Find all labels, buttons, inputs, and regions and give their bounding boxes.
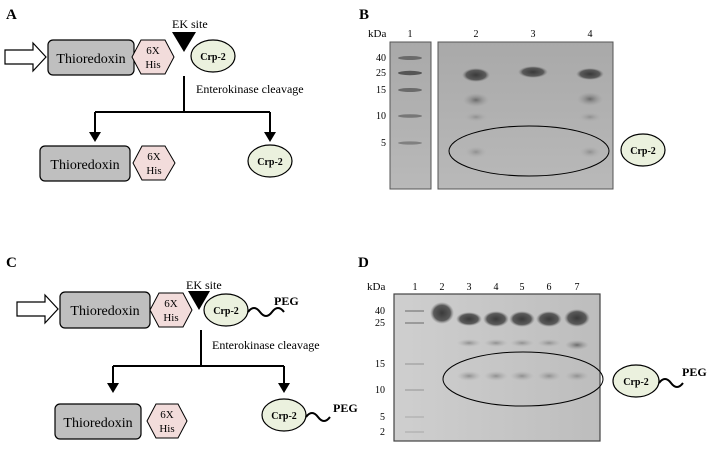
- crp2-label: Crp-2: [213, 306, 239, 317]
- arrow-head-icon: [107, 383, 119, 393]
- panel-label-b: B: [359, 7, 369, 23]
- gel-d-marker: 25: [375, 318, 385, 329]
- gel-b-marker: 5: [381, 138, 386, 149]
- his-tag-bottom: His: [145, 59, 160, 71]
- cleavage-label: Enterokinase cleavage: [212, 338, 320, 352]
- gel-d-lane-number: 1: [413, 282, 418, 293]
- thioredoxin-box: [54, 403, 142, 440]
- peg-chain-icon: [658, 378, 684, 388]
- his-tag-bottom: His: [163, 312, 178, 324]
- ek-site-triangle-icon: [188, 291, 210, 310]
- arrow-head-icon: [264, 132, 276, 142]
- crp2-label: Crp-2: [623, 377, 649, 388]
- thioredoxin-label: Thioredoxin: [63, 416, 132, 431]
- his-tag-hexagon: [146, 403, 188, 439]
- gel-d-marker: 15: [375, 359, 385, 370]
- gel-b-lane-number: 4: [588, 29, 593, 40]
- thioredoxin-label: Thioredoxin: [70, 304, 139, 319]
- panel-b: B kDa 1 2 3 4 40 25 15 10 5: [359, 7, 666, 190]
- gel-d-lane-number: 3: [467, 282, 472, 293]
- gel-d-lane-number: 5: [520, 282, 525, 293]
- gel-b-marker: 10: [376, 111, 386, 122]
- gel-b-marker: 15: [376, 85, 386, 96]
- peg-label: PEG: [274, 294, 299, 308]
- gel-b-highlight-ellipse: [448, 125, 610, 177]
- panel-label-d: D: [358, 255, 369, 271]
- gel-b-unit: kDa: [368, 28, 386, 40]
- thioredoxin-box: [39, 145, 131, 182]
- peg-label: PEG: [333, 401, 358, 415]
- panel-label-c: C: [6, 255, 17, 271]
- gel-d-marker: 2: [380, 427, 385, 438]
- gel-b-lane-number: 1: [408, 29, 413, 40]
- gel-b-marker: 40: [376, 53, 386, 64]
- gel-d-lane-number: 7: [575, 282, 580, 293]
- his-tag-hexagon: [149, 292, 193, 328]
- his-tag-top: 6X: [164, 298, 178, 310]
- gel-d-lane-number: 2: [440, 282, 445, 293]
- peg-chain-icon: [247, 307, 285, 317]
- panel-c: C Thioredoxin 6X His EK site Crp-2 PEG E…: [6, 255, 358, 440]
- open-arrow-icon: [4, 41, 47, 73]
- arrow-head-icon: [278, 383, 290, 393]
- peg-chain-icon: [305, 412, 331, 422]
- crp2-label: Crp-2: [257, 157, 283, 168]
- ek-site-label: EK site: [186, 278, 222, 292]
- gel-d-lane-number: 4: [494, 282, 499, 293]
- gel-d-unit: kDa: [367, 281, 385, 293]
- crp2-label: Crp-2: [630, 146, 656, 157]
- gel-b-marker-bands: [398, 56, 422, 145]
- his-tag-bottom: His: [146, 165, 161, 177]
- gel-d-marker: 40: [375, 306, 385, 317]
- thioredoxin-label: Thioredoxin: [50, 158, 119, 173]
- gel-d-marker: 10: [375, 385, 385, 396]
- thioredoxin-label: Thioredoxin: [56, 52, 125, 67]
- gel-d-lane-number: 6: [547, 282, 552, 293]
- crp2-ellipse: [203, 293, 249, 327]
- panel-a: A Thioredoxin 6X His EK site Crp-2 Enter…: [4, 7, 304, 182]
- open-arrow-icon: [16, 293, 59, 325]
- panel-label-a: A: [6, 7, 17, 23]
- crp2-ellipse: [620, 133, 666, 167]
- cleavage-label: Enterokinase cleavage: [196, 82, 304, 96]
- crp2-ellipse: [612, 364, 660, 398]
- arrow-head-icon: [89, 132, 101, 142]
- his-tag-hexagon: [132, 145, 176, 181]
- crp2-ellipse: [261, 398, 307, 432]
- panel-d: D kDa 1 2 3 4 5 6 7 40 25 15 10 5 2: [358, 255, 707, 442]
- crp2-label: Crp-2: [200, 52, 226, 63]
- ek-site-label: EK site: [172, 17, 208, 31]
- peg-label: PEG: [682, 365, 707, 379]
- crp2-ellipse: [247, 144, 293, 178]
- gel-d-bands: [405, 302, 590, 433]
- his-tag-top: 6X: [160, 409, 174, 421]
- gel-d-marker: 5: [380, 412, 385, 423]
- ek-site-triangle-icon: [172, 32, 196, 52]
- gel-b-lane-number: 2: [474, 29, 479, 40]
- his-tag-hexagon: [131, 39, 175, 75]
- his-tag-top: 6X: [146, 45, 160, 57]
- gel-b-bands: [462, 66, 604, 158]
- crp2-ellipse: [190, 39, 236, 73]
- gel-d-highlight-ellipse: [442, 351, 604, 407]
- his-tag-top: 6X: [147, 151, 161, 163]
- his-tag-bottom: His: [159, 423, 174, 435]
- crp2-label: Crp-2: [271, 411, 297, 422]
- gel-b-lane-number: 3: [531, 29, 536, 40]
- gel-b-marker: 25: [376, 68, 386, 79]
